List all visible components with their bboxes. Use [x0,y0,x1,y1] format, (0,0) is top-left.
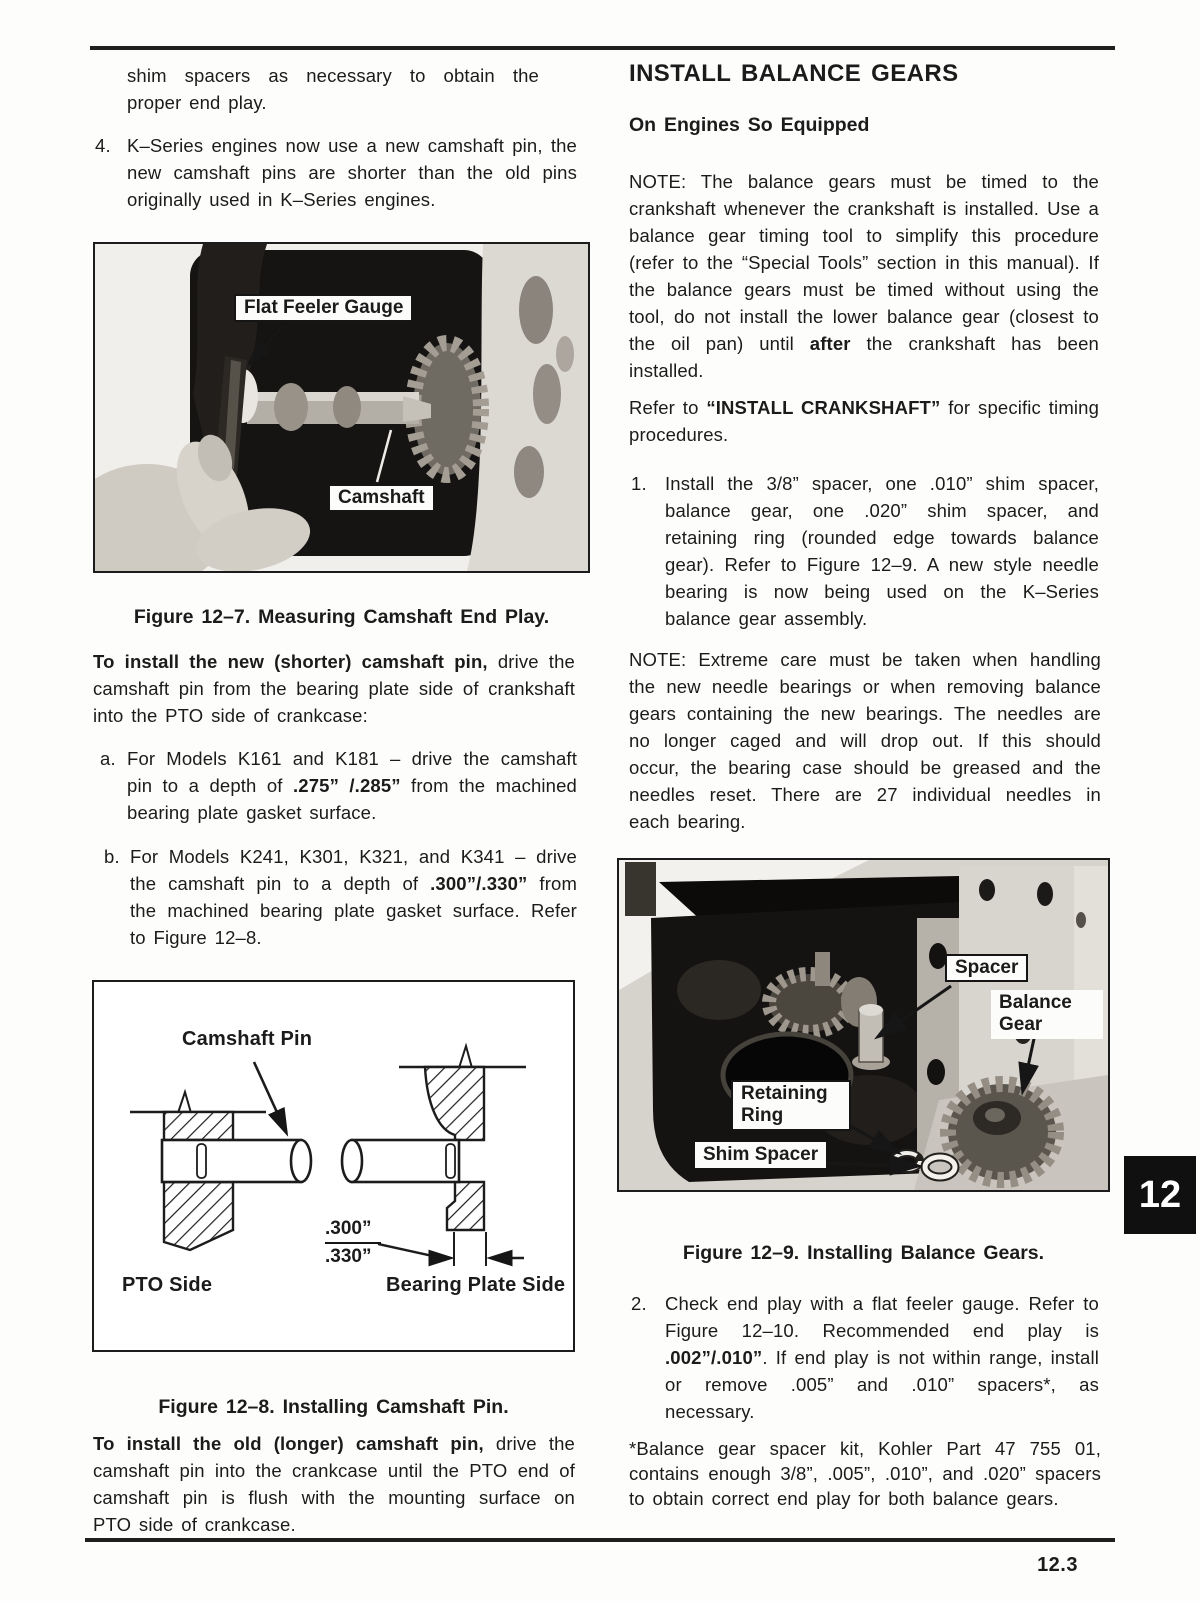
label-camshaft: Camshaft [328,484,435,513]
text-run: Refer to [629,397,707,418]
list-marker: 2. [631,1293,647,1314]
note-needle-bearings: NOTE: Extreme care must be taken when ha… [629,649,1101,832]
section-heading: INSTALL BALANCE GEARS [629,60,959,87]
label-retaining-ring: Retaining Ring [731,1080,851,1131]
list-text: For Models K161 and K181 – drive the cam… [127,748,577,823]
list-item-a: a. For Models K161 and K181 – drive the … [100,745,577,826]
section-subheading: On Engines So Equipped [629,114,870,136]
dimension-300: .300” [325,1218,381,1244]
bold-run: To install the new (shorter) camshaft pi… [93,651,488,672]
list-item-2: 2. Check end play with a flat feeler gau… [631,1290,1099,1425]
label-bearing-plate-side: Bearing Plate Side [386,1274,566,1296]
paragraph-install-new-pin: To install the new (shorter) camshaft pi… [93,648,575,729]
chapter-tab: 12 [1124,1156,1196,1234]
figure-12-8: Camshaft Pin .300” .330” PTO Side Bearin… [92,980,575,1352]
figure-12-9-caption: Figure 12–9. Installing Balance Gears. [682,1242,1045,1264]
text-run: drive the camshaft pin into the crankcas… [93,1433,575,1535]
figure-12-8-drawing [130,1042,526,1267]
figure-12-7-caption: Figure 12–7. Measuring Camshaft End Play… [133,606,550,628]
label-spacer: Spacer [945,954,1029,983]
list-item-b: b. For Models K241, K301, K321, and K341… [104,843,577,951]
page-number: 12.3 [1037,1554,1078,1576]
text-run: NOTE: The balance gears must be timed to… [629,171,1099,354]
list-marker: b. [104,846,120,867]
label-pto-side: PTO Side [122,1274,213,1296]
text-run: drive the camshaft pin from the bearing … [93,651,575,726]
dimension-330: .330” [325,1246,372,1267]
paragraph-install-old-pin: To install the old (longer) camshaft pin… [93,1430,575,1538]
bold-run: after [809,333,851,354]
list-item-4: 4. K–Series engines now use a new camsha… [95,132,577,213]
list-item-1: 1. Install the 3/8” spacer, one .010” sh… [631,470,1099,632]
list-marker: 1. [631,473,647,494]
label-shim-spacer: Shim Spacer [695,1142,827,1169]
footnote-spacer-kit: *Balance gear spacer kit, Kohler Part 47… [629,1438,1101,1509]
paragraph-refer-install-crankshaft: Refer to “INSTALL CRANKSHAFT” for specif… [629,394,1099,448]
label-flat-feeler-gauge: Flat Feeler Gauge [234,294,414,323]
note-balance-gears-timing: NOTE: The balance gears must be timed to… [629,168,1099,384]
bold-run: “INSTALL CRANKSHAFT” [706,397,941,418]
figure-12-7: Flat Feeler Gauge Camshaft [93,242,590,573]
list-text: Check end play with a flat feeler gauge.… [665,1293,1099,1422]
top-rule [90,46,1115,50]
text-run: the crankshaft has been installed. [629,333,1099,381]
list-text: K–Series engines now use a new camshaft … [127,135,577,210]
list-text: Install the 3/8” spacer, one .010” shim … [665,473,1099,629]
list-text: For Models K241, K301, K321, and K341 – … [130,846,577,948]
figure-12-9: Spacer Balance Gear Retaining Ring Shim … [617,858,1110,1192]
label-camshaft-pin: Camshaft Pin [182,1028,313,1050]
bold-run: To install the old (longer) camshaft pin… [93,1433,484,1454]
label-balance-gear: Balance Gear [991,990,1103,1039]
list-marker: 4. [95,135,111,156]
text-run: for specific timing procedures. [629,397,1100,445]
chapter-tab-number: 12 [1138,1173,1182,1216]
paragraph-shim-spacers: shim spacers as necessary to obtain the … [127,65,539,113]
figure-12-8-caption: Figure 12–8. Installing Camshaft Pin. [158,1396,509,1418]
list-marker: a. [100,748,116,769]
bottom-rule [85,1538,1115,1542]
